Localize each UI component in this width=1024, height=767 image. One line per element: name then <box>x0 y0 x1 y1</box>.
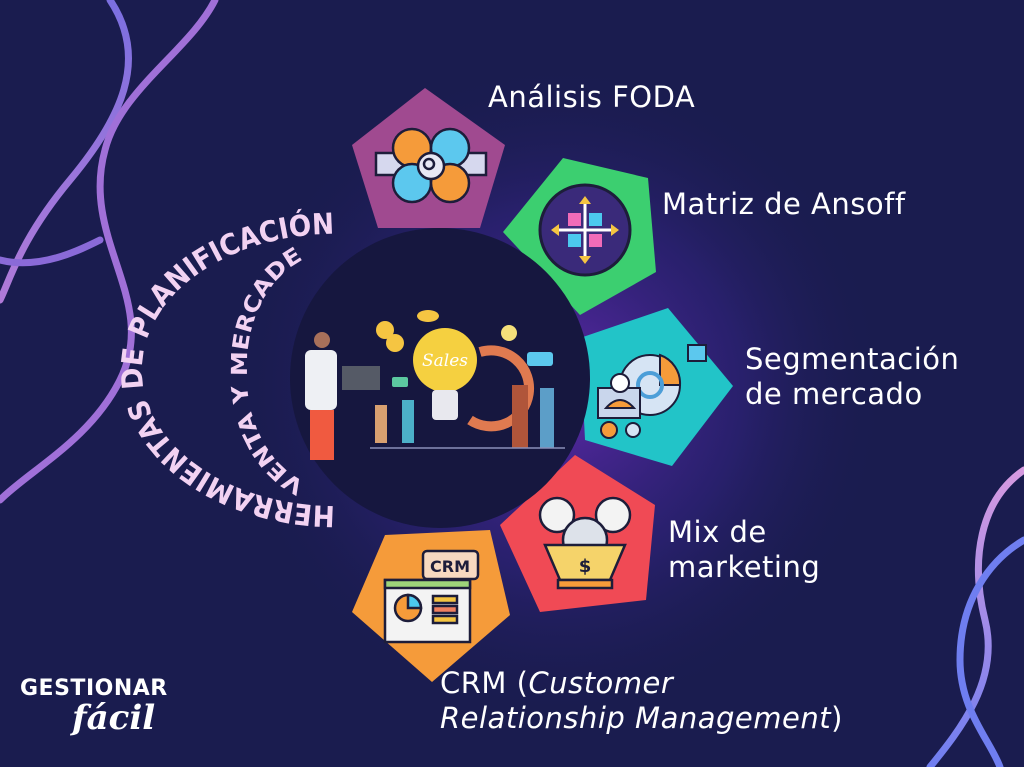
label-swot: Análisis FODA <box>488 80 696 114</box>
chat-bubble-icon <box>527 352 553 366</box>
chart-ring <box>467 345 535 432</box>
label-ansoff: Matriz de Ansoff <box>662 187 906 221</box>
gestionar-facil-logo: GESTIONAR fácil <box>20 676 168 738</box>
crm-icon-text: CRM <box>430 557 470 576</box>
sales-illustration: Sales <box>305 310 565 460</box>
label-crm-prefix: CRM ( <box>440 666 529 700</box>
label-line: Mix de <box>668 515 767 549</box>
label-crm-italic: Relationship Management <box>440 701 832 735</box>
person-head <box>314 332 330 348</box>
coin-icon <box>417 310 439 322</box>
person-legs <box>310 410 334 460</box>
curve-top-left-1 <box>0 0 133 304</box>
market-segmentation-icon <box>597 344 707 439</box>
label-marketing-mix: Mix de marketing <box>668 515 820 585</box>
curve-top-left-2 <box>0 0 219 504</box>
marketing-mix-icon: $ <box>538 496 632 590</box>
chat-bubble-icon <box>392 377 408 387</box>
smiley-icon <box>501 325 517 341</box>
curve-bottom-right-1 <box>926 466 1024 767</box>
ansoff-matrix-icon <box>538 183 632 277</box>
person <box>375 405 387 443</box>
label-crm-suffix: ) <box>831 701 843 735</box>
swot-analysis-icon <box>374 127 488 204</box>
person <box>402 400 414 443</box>
person <box>540 388 554 448</box>
lightbulb-icon <box>413 328 477 392</box>
label-line: marketing <box>668 550 821 584</box>
person <box>512 385 528 448</box>
logo-line2: fácil <box>72 698 156 738</box>
curve-top-left-3 <box>0 236 104 267</box>
coin-icon <box>386 334 404 352</box>
logo-line1: GESTIONAR <box>20 676 168 701</box>
laptop-icon <box>342 366 380 390</box>
label-crm: CRM (Customer Relationship Management) <box>440 666 843 736</box>
label-line: Segmentación <box>745 342 960 376</box>
curve-bottom-right-2 <box>956 536 1024 767</box>
bulb-text: Sales <box>422 351 468 371</box>
lightbulb-base <box>432 390 458 420</box>
crm-icon: CRM <box>383 549 480 644</box>
person-with-laptop <box>305 350 337 410</box>
coin-icon <box>376 321 394 339</box>
svg-text:$: $ <box>579 556 592 577</box>
label-crm-italic: Customer <box>528 666 674 700</box>
label-segmentation: Segmentación de mercado <box>745 342 959 412</box>
label-line: de mercado <box>745 377 923 411</box>
